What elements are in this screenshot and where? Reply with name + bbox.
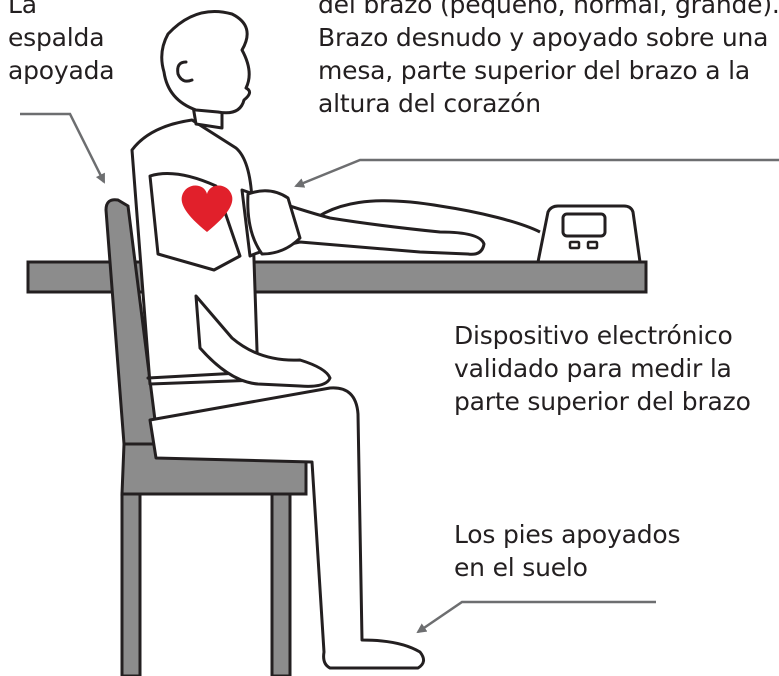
bp-monitor-device [536,204,642,264]
device-button-2 [586,240,599,250]
pointer-arm [294,158,779,188]
label-device-line: parte superior del brazo [454,387,751,416]
pointers [20,112,779,634]
label-arm-line: Brazo desnudo y apoyado sobre una [318,23,769,52]
lap-hand [194,294,332,388]
label-device: Dispositivo electrónico validado para me… [454,319,751,418]
chair-leg-left [120,492,142,676]
label-arm-line: del brazo (pequeño, normal, grande). [318,0,779,19]
label-back-line: espalda [8,23,105,52]
label-device-line: validado para medir la [454,354,732,383]
pointer-back [20,112,106,184]
label-feet-line: Los pies apoyados [454,520,681,549]
label-arm-line: altura del corazón [318,89,541,118]
label-back-line: apoyada [8,56,115,85]
device-screen [561,212,607,238]
arm [240,188,486,258]
label-back-supported: La espalda apoyada [8,0,115,87]
chair [104,198,308,676]
label-feet-on-floor: Los pies apoyados en el suelo [454,518,681,584]
cuff-tube [298,199,541,234]
heart-icon [181,185,233,232]
label-feet-line: en el suelo [454,553,588,582]
leg [148,386,425,670]
device-button-1 [568,240,581,250]
pointer-feet [416,600,656,634]
label-arm-line: mesa, parte superior del brazo a la [318,56,750,85]
chair-leg-right [270,492,292,676]
person [130,10,486,670]
label-arm-position: del brazo (pequeño, normal, grande). Bra… [318,0,779,120]
label-device-line: Dispositivo electrónico [454,321,733,350]
bp-cuff [246,189,302,256]
label-back-line: La [8,0,37,19]
head [160,10,251,115]
